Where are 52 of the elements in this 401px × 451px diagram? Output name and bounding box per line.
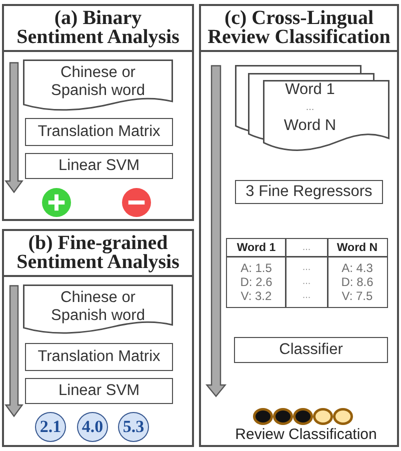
table-value: A: 1.5 — [240, 260, 272, 274]
table-value: ... — [302, 260, 311, 274]
table-value: A: 4.3 — [342, 260, 373, 274]
process-box — [25, 153, 173, 179]
table-value: D: 8.6 — [341, 274, 374, 288]
panel — [2, 4, 194, 221]
stacked-documents-shape — [235, 65, 390, 154]
box-label: 3 Fine Regressors — [246, 183, 372, 201]
table-value: ... — [302, 274, 311, 288]
process-box — [235, 180, 383, 204]
document-label: Chinese or Spanish word — [50, 64, 146, 100]
panel — [199, 4, 399, 447]
document-shape — [23, 60, 173, 112]
process-box — [234, 337, 388, 363]
panel — [2, 229, 194, 447]
process-box — [25, 378, 173, 404]
column-header: Word 1 — [236, 240, 276, 255]
column-header: ... — [302, 240, 311, 255]
table-value: V: 3.2 — [240, 288, 272, 302]
score-value: 5.3 — [122, 418, 144, 436]
document-shape — [23, 285, 173, 335]
table-value: ... — [302, 288, 311, 302]
document-label: Chinese or Spanish word — [50, 289, 146, 325]
rating-dot-icon — [333, 408, 353, 425]
panel-title: (b) Fine-grained Sentiment Analysis — [16, 234, 180, 272]
rating-dot-icon — [253, 408, 273, 425]
rating-dot-icon — [273, 408, 293, 425]
box-label: Translation Matrix — [38, 348, 160, 366]
score-value: 2.1 — [40, 418, 62, 436]
column-header: Word N — [336, 240, 378, 255]
document-label: ... — [306, 101, 314, 115]
score-value: 4.0 — [82, 418, 104, 436]
box-label: Translation Matrix — [38, 123, 160, 141]
table-value: V: 7.5 — [342, 288, 373, 302]
output-label: Review Classification — [235, 427, 377, 443]
rating-dot-icon — [293, 408, 313, 425]
table-value: D: 2.6 — [240, 274, 272, 288]
score-circle — [35, 412, 66, 442]
plus-icon — [42, 188, 71, 217]
rating-dot-icon — [313, 408, 333, 425]
score-circle — [77, 412, 108, 442]
panel-title: (c) Cross-Lingual Review Classification — [206, 9, 392, 47]
process-box — [25, 343, 173, 371]
process-box — [25, 118, 173, 146]
document-label: Word N — [284, 117, 336, 135]
box-label: Linear SVM — [58, 382, 140, 400]
box-label: Classifier — [279, 341, 343, 359]
document-label: Word 1 — [285, 81, 335, 99]
minus-icon — [122, 188, 151, 217]
box-label: Linear SVM — [58, 157, 140, 175]
score-circle — [118, 412, 149, 442]
panel-title: (a) Binary Sentiment Analysis — [16, 9, 180, 47]
